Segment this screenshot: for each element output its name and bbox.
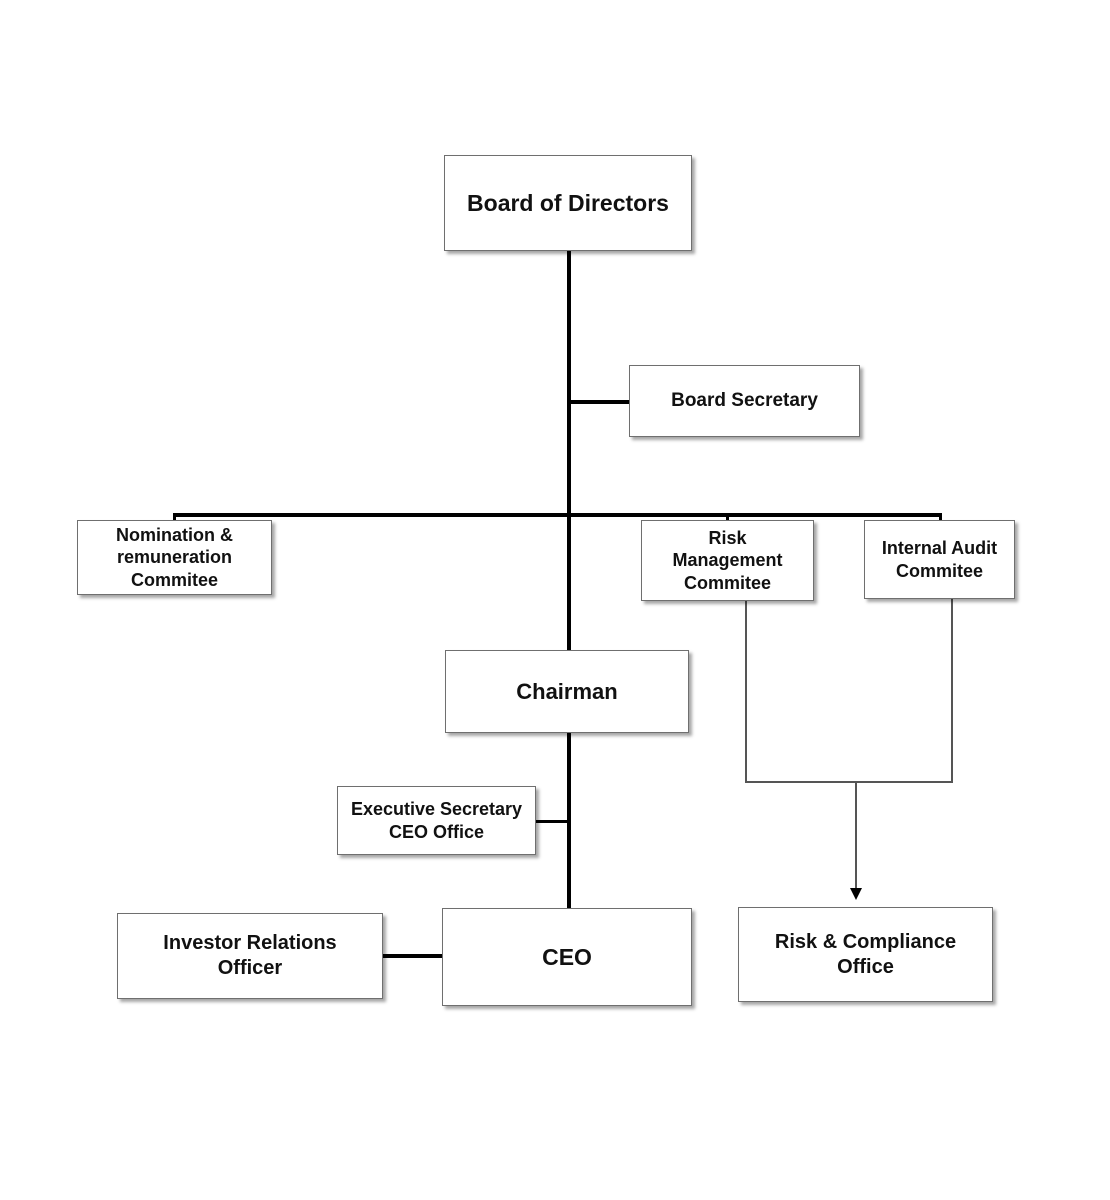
node-risk-management-committee: Risk Management Commitee [641, 520, 814, 601]
connector-board-secretary [569, 400, 631, 404]
connector-to-risk-compliance [855, 782, 857, 888]
connector-nomination-drop [173, 513, 176, 521]
node-ceo: CEO [442, 908, 692, 1006]
connector-internal-audit-drop [939, 513, 942, 521]
node-chairman: Chairman [445, 650, 689, 733]
connector-investor-relations [383, 954, 443, 958]
connector-committees-horizontal [174, 513, 942, 517]
arrow-down-icon [850, 888, 862, 900]
node-investor-relations: Investor Relations Officer [117, 913, 383, 999]
node-risk-compliance-office: Risk & Compliance Office [738, 907, 993, 1002]
connector-risk-management-drop [726, 513, 729, 521]
node-internal-audit-committee: Internal Audit Commitee [864, 520, 1015, 599]
connector-executive-secretary [535, 820, 569, 823]
connector-committees-join [745, 781, 953, 783]
node-board-of-directors: Board of Directors [444, 155, 692, 251]
connector-board-to-ceo-trunk [567, 250, 571, 910]
connector-internal-audit-down [951, 598, 953, 782]
node-executive-secretary: Executive Secretary CEO Office [337, 786, 536, 855]
node-board-secretary: Board Secretary [629, 365, 860, 437]
connector-risk-management-down [745, 600, 747, 782]
node-nomination-committee: Nomination & remuneration Commitee [77, 520, 272, 595]
